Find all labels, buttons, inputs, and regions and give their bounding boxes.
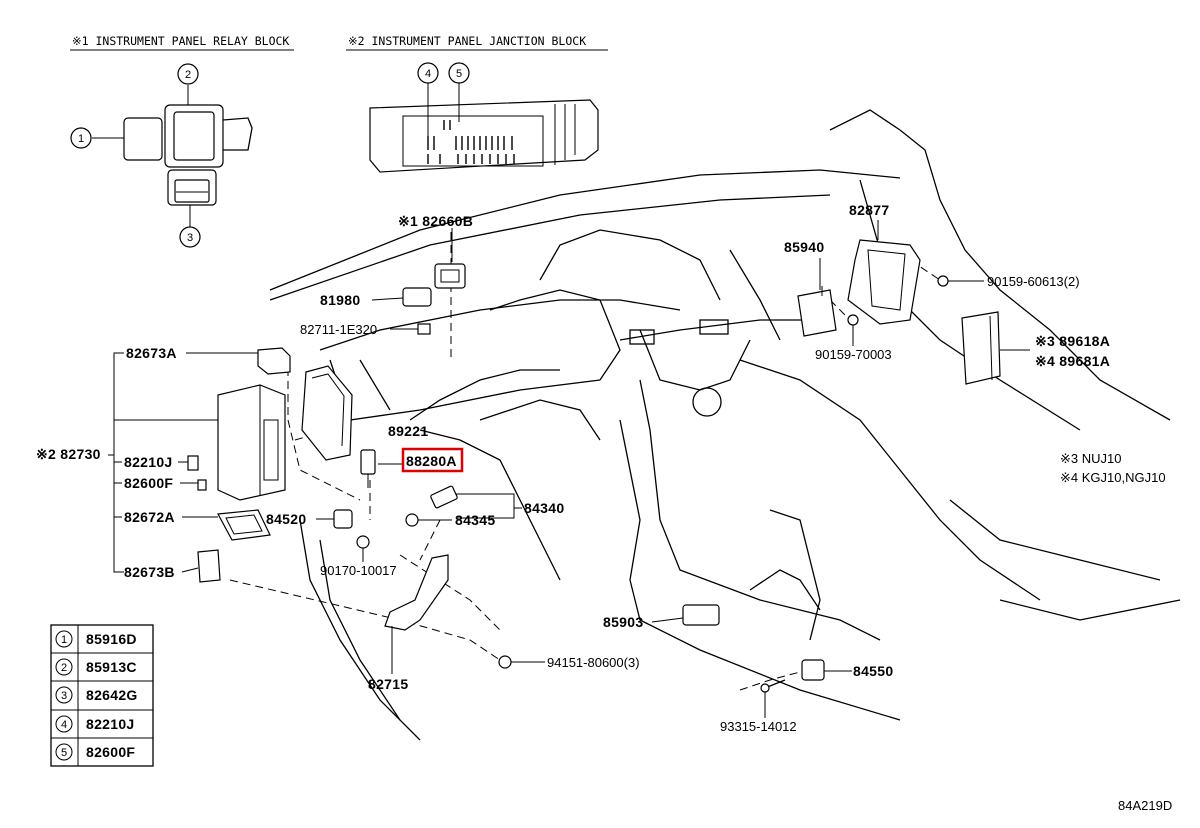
label-94151-80600: 94151-80600(3) <box>547 655 640 670</box>
label-82673A: 82673A <box>126 345 177 361</box>
relay-block-header: ※1 INSTRUMENT PANEL RELAY BLOCK <box>72 34 289 48</box>
svg-text:82210J: 82210J <box>86 716 135 732</box>
parts <box>187 239 1001 693</box>
svg-text:2: 2 <box>61 662 67 674</box>
label-85903: 85903 <box>603 614 643 630</box>
label-90159-70003: 90159-70003 <box>815 347 892 362</box>
highlight-box-88280A <box>401 447 464 473</box>
callout-5: 5 <box>448 62 470 84</box>
svg-text:5: 5 <box>456 68 462 80</box>
svg-text:82642G: 82642G <box>86 687 138 703</box>
label-84520: 84520 <box>266 511 306 527</box>
svg-text:3: 3 <box>187 232 193 244</box>
svg-text:85916D: 85916D <box>86 631 137 647</box>
svg-text:1: 1 <box>61 634 67 646</box>
label-82715: 82715 <box>368 676 408 692</box>
legend-row-2: 2 85913C <box>55 658 137 676</box>
label-93315-14012: 93315-14012 <box>720 719 797 734</box>
label-89681A: ※4 89681A <box>1035 353 1110 369</box>
label-82673B: 82673B <box>124 564 175 580</box>
guide-lines <box>229 232 941 691</box>
label-85940: 85940 <box>784 239 824 255</box>
label-82711-1E320: 82711-1E320 <box>300 322 377 337</box>
relay-block-illustration <box>92 85 253 227</box>
label-89618A: ※3 89618A <box>1035 333 1110 349</box>
legend-row-1: 1 85916D <box>55 630 137 648</box>
legend-table: 1 85916D 2 85913C 3 82642G 4 82210J 5 82… <box>50 624 154 767</box>
svg-text:2: 2 <box>185 69 191 81</box>
svg-text:82600F: 82600F <box>86 744 135 760</box>
svg-text:4: 4 <box>61 719 67 731</box>
label-84340: 84340 <box>524 500 564 516</box>
callout-3: 3 <box>179 226 201 248</box>
callout-1: 1 <box>70 127 92 149</box>
label-90170-10017: 90170-10017 <box>320 563 397 578</box>
diagram-id: 84A219D <box>1118 798 1172 813</box>
label-82210J: 82210J <box>124 454 173 470</box>
legend-row-3: 3 82642G <box>55 686 138 704</box>
label-82660B: ※1 82660B <box>398 213 473 229</box>
label-89221: 89221 <box>388 423 428 439</box>
junction-block-header: ※2 INSTRUMENT PANEL JANCTION BLOCK <box>348 34 586 48</box>
label-88280A: 88280A <box>406 453 457 469</box>
label-82730: ※2 82730 <box>36 446 101 462</box>
dashboard-outline <box>269 109 1181 741</box>
legend-row-5: 5 82600F <box>55 743 135 761</box>
part-labels: ※1 82660B 81980 82711-1E320 82673A ※2 82… <box>36 202 1110 734</box>
legend-row-4: 4 82210J <box>55 715 135 733</box>
note-kgj10-ngj10: ※4 KGJ10,NGJ10 <box>1060 470 1166 485</box>
svg-text:5: 5 <box>61 747 67 759</box>
svg-text:85913C: 85913C <box>86 659 137 675</box>
label-84345: 84345 <box>455 512 495 528</box>
label-84550: 84550 <box>853 663 893 679</box>
junction-block-illustration <box>369 82 599 173</box>
label-82672A: 82672A <box>124 509 175 525</box>
callout-2: 2 <box>177 63 199 85</box>
label-90159-60613: 90159-60613(2) <box>987 274 1080 289</box>
leader-lines <box>108 220 1030 718</box>
callout-4: 4 <box>417 62 439 84</box>
label-82600F: 82600F <box>124 475 173 491</box>
note-nuj10: ※3 NUJ10 <box>1060 451 1121 466</box>
svg-text:4: 4 <box>425 68 431 80</box>
label-82877: 82877 <box>849 202 889 218</box>
svg-text:1: 1 <box>78 133 84 145</box>
label-81980: 81980 <box>320 292 360 308</box>
svg-text:3: 3 <box>61 690 67 702</box>
